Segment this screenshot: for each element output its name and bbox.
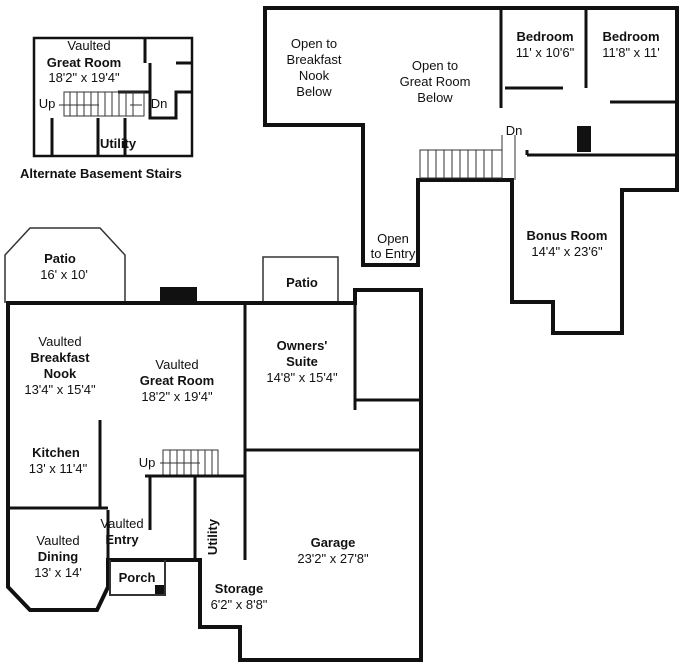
- owners-suite-dims: 14'8" x 15'4": [266, 370, 338, 385]
- main-stairs: [160, 449, 219, 477]
- main-up-label: Up: [139, 455, 156, 470]
- bedroom2-name: Bedroom: [602, 29, 659, 44]
- entry-vaulted: Vaulted: [100, 516, 143, 531]
- owners-suite-name-1: Owners': [277, 338, 328, 353]
- utility-label: Utility: [205, 518, 220, 555]
- open-to-great-1: Open to: [412, 58, 458, 73]
- chimney: [577, 126, 591, 152]
- kitchen-name: Kitchen: [32, 445, 80, 460]
- upper-dn-label: Dn: [506, 123, 523, 138]
- nook-name-2: Nook: [44, 366, 77, 381]
- garage-name: Garage: [311, 535, 356, 550]
- great-room-vaulted: Vaulted: [155, 357, 198, 372]
- nook-vaulted: Vaulted: [38, 334, 81, 349]
- bedroom1-dims: 11' x 10'6": [516, 45, 575, 60]
- open-to-entry-1: Open: [377, 231, 409, 246]
- garage-dims: 23'2" x 27'8": [297, 551, 369, 566]
- porch-name: Porch: [119, 570, 156, 585]
- open-to-nook-1: Open to: [291, 36, 337, 51]
- bonus-room-name: Bonus Room: [527, 228, 608, 243]
- nook-dims: 13'4" x 15'4": [24, 382, 96, 397]
- inset-utility-label: Utility: [100, 136, 137, 151]
- open-to-great-3: Below: [417, 90, 453, 105]
- owners-suite-name-2: Suite: [286, 354, 318, 369]
- open-to-entry-2: to Entry: [371, 246, 416, 261]
- patio2-name: Patio: [286, 275, 318, 290]
- bonus-room-dims: 14'4" x 23'6": [531, 244, 603, 259]
- upper-stairs: [419, 135, 516, 180]
- patio2-outline: [262, 256, 339, 303]
- great-room-dims: 18'2" x 19'4": [141, 389, 213, 404]
- dining-vaulted: Vaulted: [36, 533, 79, 548]
- inset-basement-stairs: Vaulted Great Room 18'2" x 19'4" Up Dn U…: [20, 36, 194, 181]
- storage-dims: 6'2" x 8'8": [211, 597, 268, 612]
- storage-name: Storage: [215, 581, 263, 596]
- open-to-nook-3: Nook: [299, 68, 330, 83]
- fireplace: [160, 287, 197, 303]
- main-floor: Patio 16' x 10' Patio Vaulted Breakfast …: [4, 227, 423, 662]
- dining-name: Dining: [38, 549, 78, 564]
- upper-floor: Open to Breakfast Nook Below Open to Gre…: [263, 6, 679, 335]
- open-to-nook-2: Breakfast: [287, 52, 342, 67]
- inset-room-vaulted: Vaulted: [67, 38, 110, 53]
- entry-name: Entry: [105, 532, 139, 547]
- dining-dims: 13' x 14': [34, 565, 82, 580]
- inset-room-dims: 18'2" x 19'4": [48, 70, 120, 85]
- patio1-dims: 16' x 10': [40, 267, 88, 282]
- bedroom1-name: Bedroom: [516, 29, 573, 44]
- inset-up-label: Up: [39, 96, 56, 111]
- nook-name-1: Breakfast: [30, 350, 90, 365]
- patio1-name: Patio: [44, 251, 76, 266]
- open-to-great-2: Great Room: [400, 74, 471, 89]
- great-room-name: Great Room: [140, 373, 214, 388]
- patio1-outline: [4, 227, 126, 303]
- inset-stairs: [59, 91, 145, 117]
- inset-caption: Alternate Basement Stairs: [20, 166, 182, 181]
- kitchen-dims: 13' x 11'4": [29, 461, 88, 476]
- inset-dn-label: Dn: [151, 96, 168, 111]
- porch-post: [155, 585, 164, 594]
- open-to-nook-4: Below: [296, 84, 332, 99]
- porch-outline: [109, 560, 166, 596]
- bedroom2-dims: 11'8" x 11': [602, 45, 660, 60]
- inset-room-name: Great Room: [47, 55, 121, 70]
